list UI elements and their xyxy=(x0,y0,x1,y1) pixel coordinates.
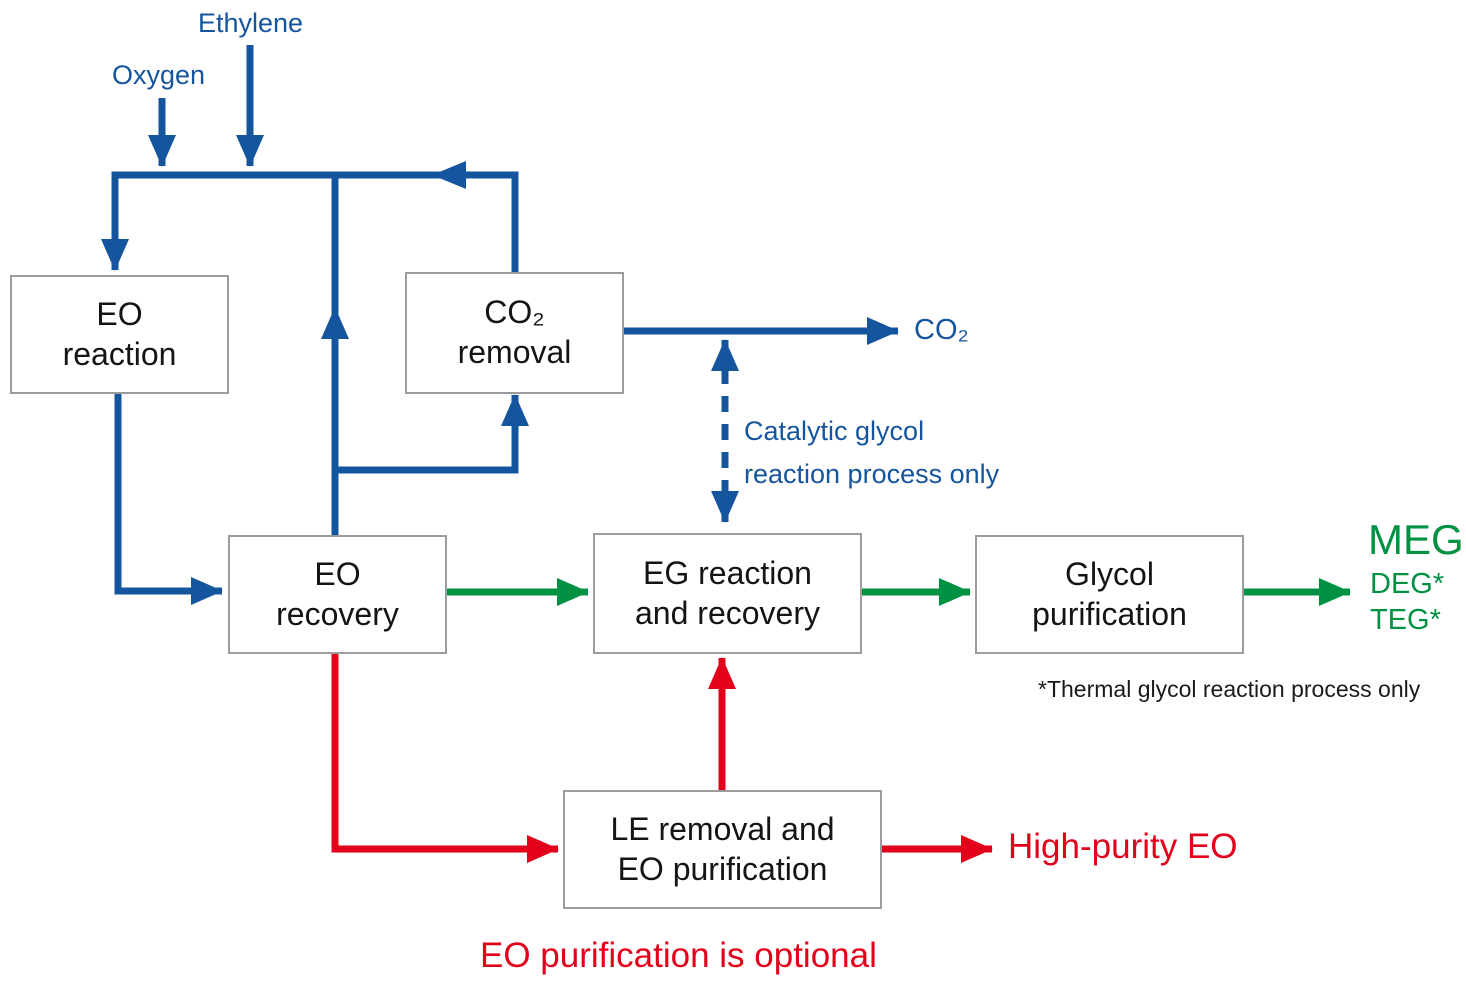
thermal-process-footnote: *Thermal glycol reaction process only xyxy=(1038,676,1421,702)
process-box-eg-reaction-and-recovery: EG reaction and recovery xyxy=(593,533,862,654)
process-box-eo-reaction: EO reaction xyxy=(10,275,229,394)
high-purity-eo-label: High-purity EO xyxy=(1008,827,1238,866)
flow-eo-reaction-to-recovery xyxy=(114,390,223,605)
flow-branch-to-co2-removal xyxy=(335,394,529,474)
process-box-eo-recovery: EO recovery xyxy=(228,535,447,654)
eo-purification-optional-note: EO purification is optional xyxy=(480,936,877,975)
teg-product-label: TEG* xyxy=(1370,604,1441,636)
flow-recovery-to-le-removal xyxy=(331,650,559,863)
ethylene-feed-label: Ethylene xyxy=(198,8,304,38)
co2-vent-label: CO₂ xyxy=(914,314,969,346)
process-box-le-removal-eo-purification: LE removal and EO purification xyxy=(563,790,882,909)
flow-recycle-header xyxy=(101,171,519,272)
process-box-glycol-purification: Glycol purification xyxy=(975,535,1244,654)
recycle-left-arrowhead xyxy=(432,161,466,189)
riser-up-arrowhead xyxy=(321,307,349,339)
catalytic-process-note: Catalytic glycol reaction process only xyxy=(744,416,1000,490)
oxygen-feed-label: Oxygen xyxy=(112,60,206,90)
meg-product-label: MEG xyxy=(1368,516,1464,563)
deg-product-label: DEG* xyxy=(1370,568,1445,600)
process-box-co2-removal: CO₂ removal xyxy=(405,272,624,394)
